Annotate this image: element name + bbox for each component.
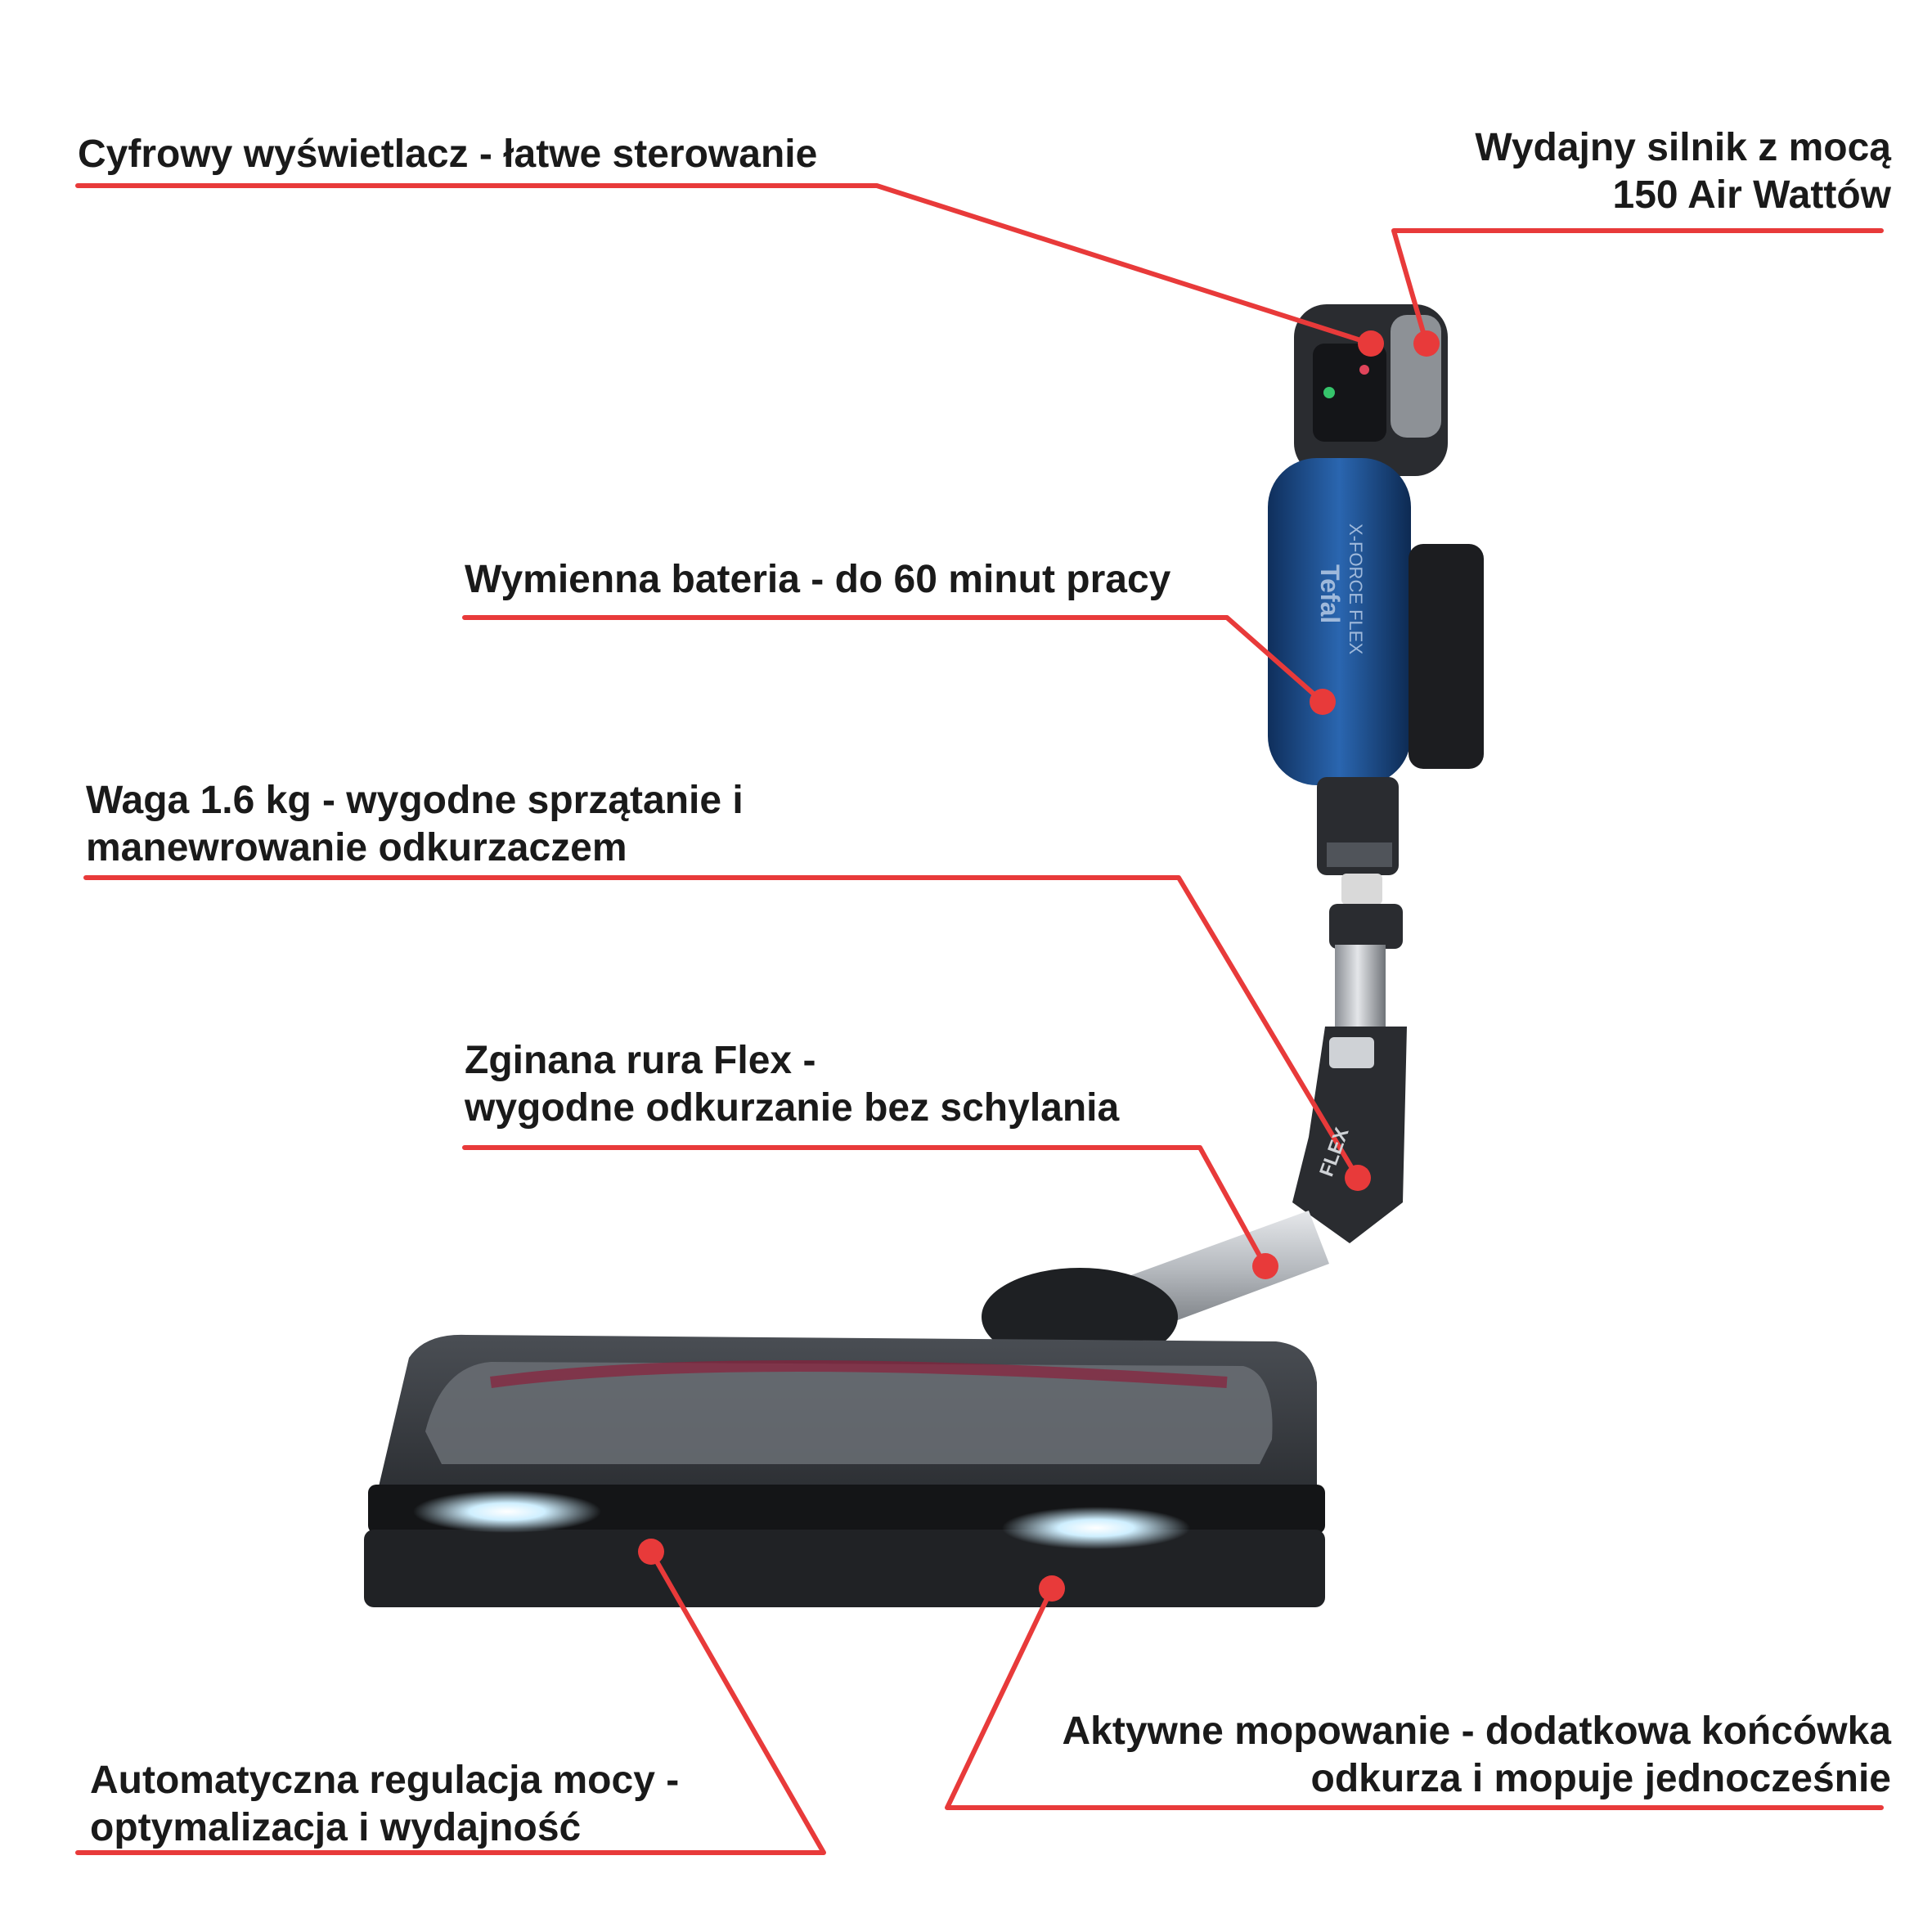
callout-line-display (75, 183, 1373, 346)
callout-label-weight: Waga 1.6 kg - wygodne sprzątanie i manew… (86, 777, 744, 872)
callout-line-battery (462, 615, 1325, 704)
callout-label-battery: Wymienna bateria - do 60 minut pracy (465, 556, 1170, 604)
callout-text: Automatyczna regulacja mocy - (90, 1759, 680, 1802)
coupler-ring (1327, 842, 1392, 867)
brand-logo: Tefal (1315, 564, 1345, 623)
callout-line-auto (75, 1549, 826, 1855)
callout-text: Wydajny silnik z mocą (1475, 126, 1891, 169)
brush-roll (490, 1360, 1228, 1388)
callout-dot-auto (638, 1539, 664, 1565)
lower-tube (1129, 1211, 1329, 1329)
tube-connector (1329, 904, 1403, 949)
upper-tube (1335, 945, 1386, 1031)
callout-line-mop (945, 1586, 1884, 1810)
callout-dots (638, 330, 1440, 1602)
led-light-left (413, 1490, 601, 1533)
callout-text: Waga 1.6 kg - wygodne sprzątanie i (86, 779, 744, 822)
callout-dot-motor (1413, 330, 1440, 357)
display-led-green (1323, 387, 1335, 398)
callout-text: Wymienna bateria - do 60 minut pracy (465, 558, 1171, 601)
vacuum-cleaner: Tefal (364, 304, 1484, 1607)
led-light-right (1002, 1507, 1190, 1549)
callout-text: optymalizacja i wydajność (90, 1806, 582, 1849)
callout-label-motor: Wydajny silnik z mocą 150 Air Wattów (1475, 124, 1891, 219)
callout-label-mop: Aktywne mopowanie - dodatkowa końcówka o… (1062, 1708, 1891, 1803)
callout-text: 150 Air Wattów (1612, 173, 1892, 217)
callout-dot-display (1358, 330, 1384, 357)
callout-label-display: Cyfrowy wyświetlacz - łatwe sterowanie (78, 131, 817, 178)
callout-text: odkurza i mopuje jednocześnie (1310, 1757, 1891, 1800)
floor-head-base (364, 1530, 1325, 1607)
callout-dot-battery (1310, 689, 1336, 715)
callout-label-flex: Zginana rura Flex - wygodne odkurzanie b… (465, 1037, 1119, 1132)
battery-pack (1409, 544, 1484, 769)
callout-dot-flex (1252, 1253, 1278, 1279)
dust-bin (1268, 458, 1411, 785)
callout-text: wygodne odkurzanie bez schylania (465, 1086, 1120, 1130)
callout-line-weight (83, 875, 1360, 1180)
callout-text: Zginana rura Flex - (465, 1039, 816, 1082)
callout-dot-mop (1039, 1575, 1065, 1602)
callout-lines (75, 183, 1884, 1855)
release-button (1341, 874, 1382, 905)
callout-text: Aktywne mopowanie - dodatkowa końcówka (1062, 1710, 1891, 1753)
callout-label-auto: Automatyczna regulacja mocy - optymaliza… (90, 1757, 679, 1852)
callout-text: manewrowanie odkurzaczem (86, 826, 627, 869)
callout-line-motor (1391, 228, 1884, 346)
callout-line-flex (462, 1145, 1268, 1269)
callout-dot-weight (1345, 1165, 1371, 1191)
floor-head-cover (425, 1362, 1273, 1464)
callout-text: Cyfrowy wyświetlacz - łatwe sterowanie (78, 133, 818, 176)
flex-joint (1292, 1027, 1407, 1243)
display-led-red (1359, 365, 1369, 375)
flex-label-plate (1329, 1037, 1374, 1068)
